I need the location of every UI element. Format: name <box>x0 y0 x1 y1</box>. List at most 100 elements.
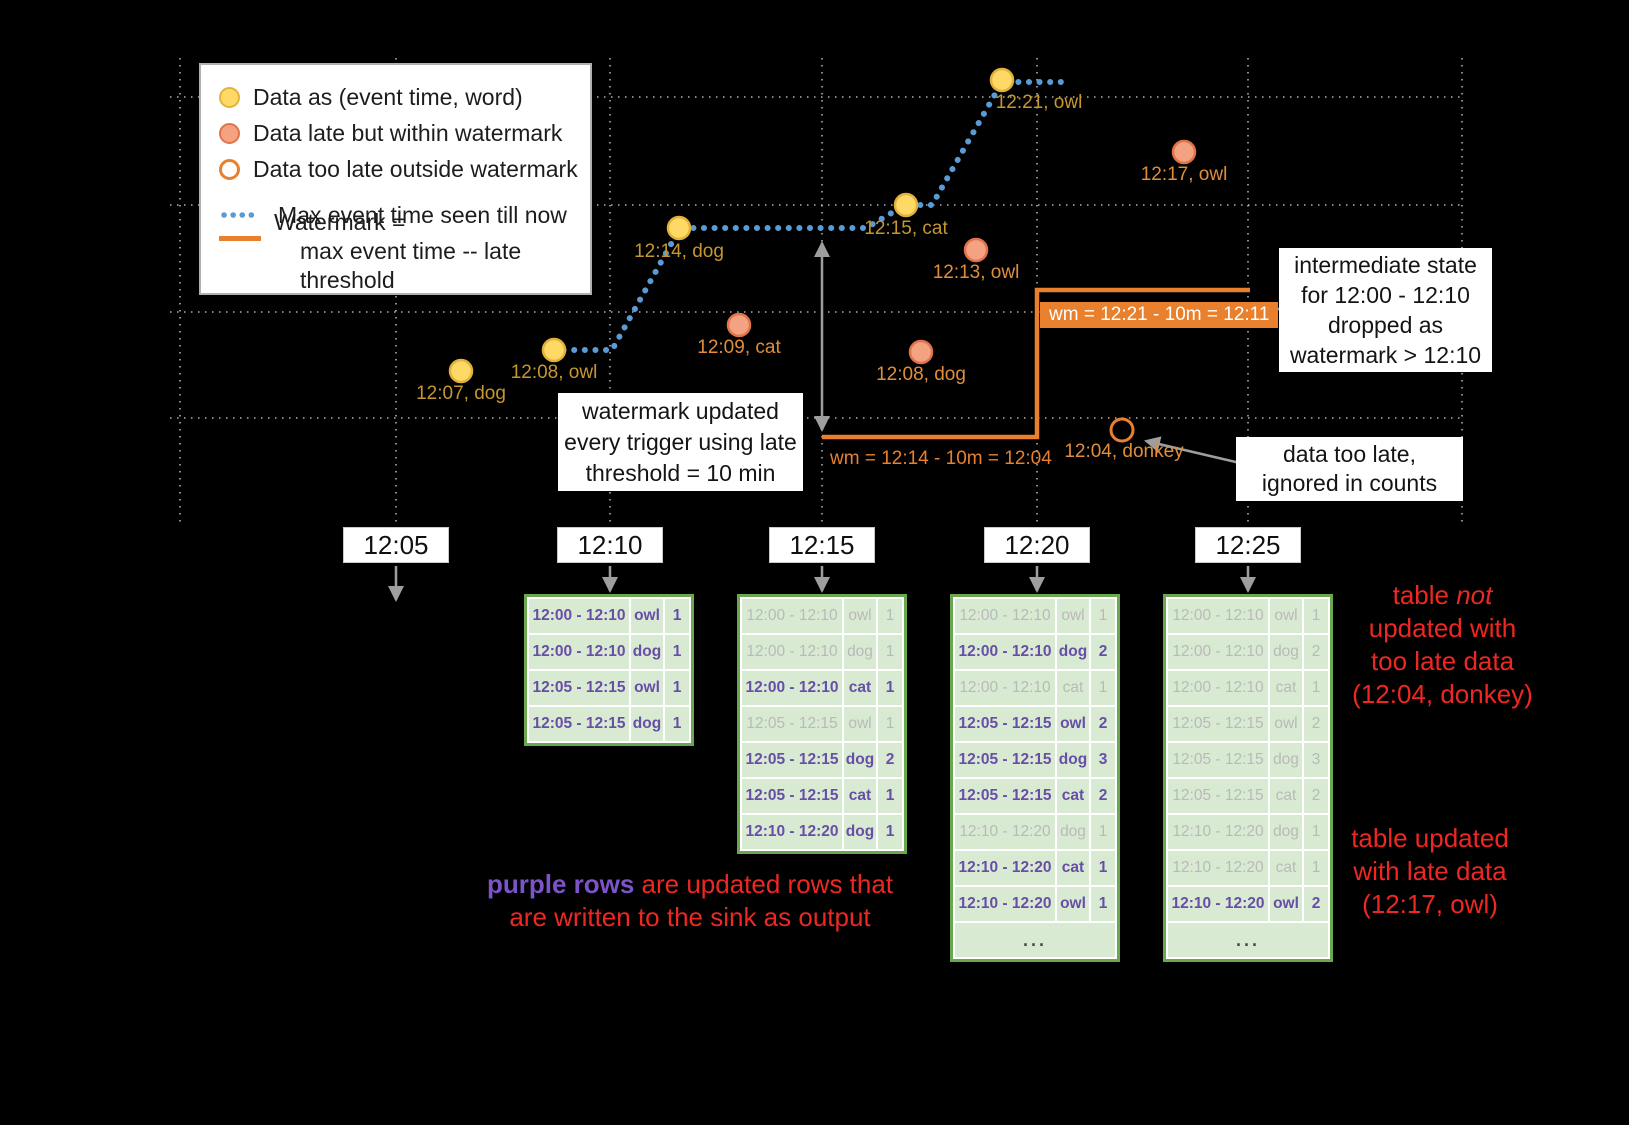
window-cell: 12:05 - 12:15 <box>529 671 629 705</box>
window-cell: 12:00 - 12:10 <box>529 599 629 633</box>
data-point-toolate <box>1109 417 1135 443</box>
callout-watermark-update: watermark updated every trigger using la… <box>558 393 803 491</box>
data-point-late <box>963 237 989 263</box>
data-point-ontime <box>893 192 919 218</box>
window-cell: 12:00 - 12:10 <box>1168 671 1268 705</box>
data-point-label: 12:09, cat <box>697 337 781 358</box>
count-cell: 2 <box>878 743 902 777</box>
word-cell: cat <box>1057 671 1089 705</box>
count-cell: 2 <box>1304 779 1328 813</box>
count-cell: 1 <box>1304 851 1328 885</box>
trigger-time-12-05: 12:05 <box>343 527 449 563</box>
word-cell: owl <box>844 707 876 741</box>
count-cell: 1 <box>878 599 902 633</box>
word-cell: dog <box>631 707 663 741</box>
data-point-ontime <box>666 215 692 241</box>
window-cell: 12:10 - 12:20 <box>955 851 1055 885</box>
data-point-late <box>726 312 752 338</box>
word-cell: dog <box>844 815 876 849</box>
trigger-time-12-20: 12:20 <box>984 527 1090 563</box>
window-cell: 12:05 - 12:15 <box>1168 743 1268 777</box>
data-point-ontime <box>448 358 474 384</box>
data-point-label: 12:15, cat <box>864 218 948 239</box>
word-cell: owl <box>1057 707 1089 741</box>
word-cell: dog <box>1270 635 1302 669</box>
trigger-time-12-15: 12:15 <box>769 527 875 563</box>
window-cell: 12:00 - 12:10 <box>742 635 842 669</box>
count-cell: 3 <box>1304 743 1328 777</box>
word-cell: owl <box>1270 707 1302 741</box>
word-cell: cat <box>1270 851 1302 885</box>
count-cell: 1 <box>1091 851 1115 885</box>
window-cell: 12:10 - 12:20 <box>955 815 1055 849</box>
note-purple-rows: purple rows are updated rows that are wr… <box>470 868 910 934</box>
legend-item-max-event-time: Max event time seen till now <box>219 197 590 233</box>
count-cell: 2 <box>1091 707 1115 741</box>
word-cell: cat <box>844 671 876 705</box>
data-point-label: 12:17, owl <box>1140 164 1228 185</box>
note-table-not-updated: table not updated with too late data (12… <box>1340 579 1545 711</box>
word-cell: owl <box>631 671 663 705</box>
window-cell: 12:00 - 12:10 <box>1168 599 1268 633</box>
word-cell: cat <box>844 779 876 813</box>
window-cell: 12:10 - 12:20 <box>1168 851 1268 885</box>
count-cell: 1 <box>1304 671 1328 705</box>
more-cell: ... <box>955 923 1115 957</box>
word-cell: dog <box>1270 743 1302 777</box>
legend-label: max event time -- late threshold <box>300 237 522 293</box>
data-point-label: 12:13, owl <box>932 262 1020 283</box>
callout-too-late: data too late, ignored in counts <box>1236 437 1463 501</box>
legend-item-ontime: Data as (event time, word) <box>219 79 590 115</box>
window-cell: 12:05 - 12:15 <box>955 779 1055 813</box>
count-cell: 1 <box>1091 671 1115 705</box>
data-point-ontime <box>541 337 567 363</box>
ontime-point-icon <box>219 86 240 108</box>
window-cell: 12:00 - 12:10 <box>955 635 1055 669</box>
legend-label: Data too late outside watermark <box>253 155 578 182</box>
word-cell: owl <box>1270 599 1302 633</box>
window-cell: 12:00 - 12:10 <box>529 635 629 669</box>
count-cell: 1 <box>665 707 689 741</box>
window-cell: 12:05 - 12:15 <box>955 707 1055 741</box>
legend: Data as (event time, word) Data late but… <box>199 63 592 295</box>
data-point-late <box>1171 139 1197 165</box>
data-point-label: 12:21, owl <box>995 92 1083 113</box>
count-cell: 2 <box>1091 779 1115 813</box>
legend-label: Max event time seen till now <box>278 201 567 228</box>
max-event-time-line <box>550 79 1067 353</box>
window-cell: 12:05 - 12:15 <box>955 743 1055 777</box>
window-cell: 12:10 - 12:20 <box>1168 815 1268 849</box>
legend-item-too-late: Data too late outside watermark <box>219 151 590 187</box>
data-point-ontime <box>989 67 1015 93</box>
count-cell: 1 <box>878 707 902 741</box>
count-cell: 3 <box>1091 743 1115 777</box>
trigger-time-12-10: 12:10 <box>557 527 663 563</box>
data-point-label: 12:08, owl <box>510 362 598 383</box>
legend-item-late: Data late but within watermark <box>219 115 590 151</box>
toolate-point-icon <box>219 158 240 180</box>
note-lines: updated with too late data (12:04, donke… <box>1352 613 1533 709</box>
legend-label: Data as (event time, word) <box>253 83 523 110</box>
count-cell: 1 <box>878 815 902 849</box>
count-cell: 2 <box>1304 707 1328 741</box>
window-cell: 12:00 - 12:10 <box>742 671 842 705</box>
count-cell: 1 <box>665 635 689 669</box>
